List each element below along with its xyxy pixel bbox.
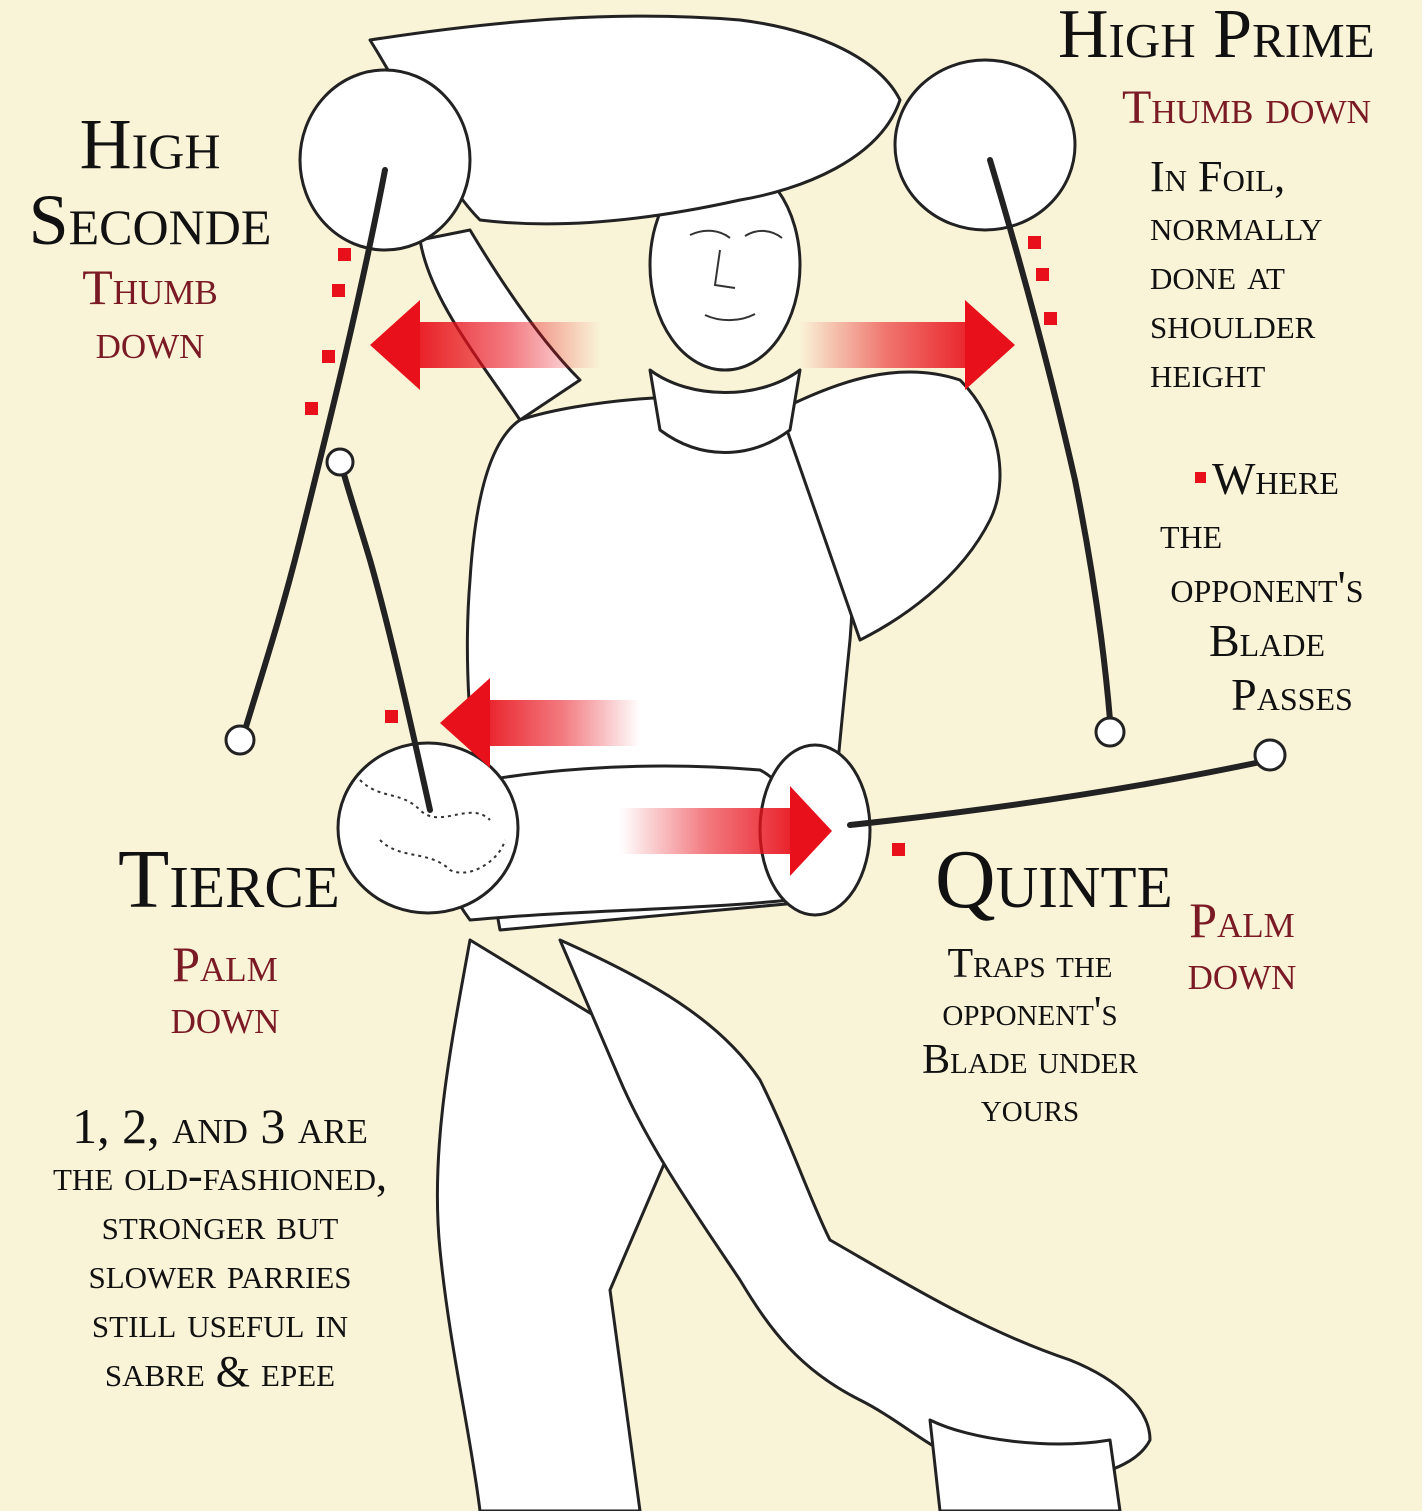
footnote: 1, 2, and 3 are the old-fashioned, stron… xyxy=(0,1102,440,1396)
prime-blade xyxy=(990,160,1110,720)
arrow-left-upper-head xyxy=(370,300,420,390)
quinte-sub-line2: down xyxy=(1172,946,1312,998)
arrow-right-upper-head xyxy=(965,300,1015,390)
high-prime-note: In Foil, normally done at shoulder heigh… xyxy=(1150,152,1323,397)
high-prime-note-line3: done at xyxy=(1150,250,1323,299)
high-prime-note-line5: height xyxy=(1150,348,1323,397)
footnote-line4: slower parries xyxy=(0,1249,440,1298)
quinte-blade-tip xyxy=(1255,740,1285,770)
legend-line3: opponent's xyxy=(1122,560,1412,614)
high-prime-note-line2: normally xyxy=(1150,201,1323,250)
high-prime-title: High Prime xyxy=(1058,0,1375,70)
quinte-note: Traps the opponent's Blade under yours xyxy=(880,940,1180,1132)
footnote-line1: 1, 2, and 3 are xyxy=(0,1102,440,1151)
prime-guard xyxy=(895,60,1075,230)
legend-line2: the xyxy=(1122,506,1412,560)
arrow-right-lower-shaft xyxy=(620,808,810,854)
tierce-sub-line1: Palm xyxy=(130,938,320,990)
high-seconde-subtitle: Thumb down xyxy=(30,262,270,366)
tierce-title: Tierce xyxy=(118,838,340,922)
quinte-note-line1: Traps the xyxy=(880,940,1180,988)
seconde-blade-tip xyxy=(226,726,254,754)
footnote-line5: still useful in xyxy=(0,1298,440,1347)
blade-pass-legend: Where the opponent's Blade Passes xyxy=(1122,452,1412,722)
high-seconde-sub-line1: Thumb xyxy=(30,262,270,312)
high-prime-subtitle: Thumb down xyxy=(1122,84,1371,132)
tierce-guard xyxy=(338,743,518,913)
footnote-line2: the old-fashioned, xyxy=(0,1151,440,1200)
high-seconde-title-line1: High xyxy=(10,108,290,180)
tierce-sub-line2: down xyxy=(130,990,320,1042)
high-prime-note-line4: shoulder xyxy=(1150,299,1323,348)
seconde-guard xyxy=(300,70,470,250)
prime-blade-tip xyxy=(1096,718,1124,746)
arrow-left-lower-shaft xyxy=(470,700,640,746)
tierce-subtitle: Palm down xyxy=(130,938,320,1042)
footnote-line6: sabre & epee xyxy=(0,1347,440,1396)
legend-marker-icon xyxy=(1195,472,1206,483)
quinte-blade xyxy=(850,760,1270,825)
quinte-sub-line1: Palm xyxy=(1172,894,1312,946)
quinte-subtitle: Palm down xyxy=(1172,894,1312,998)
quinte-note-line4: yours xyxy=(880,1084,1180,1132)
high-seconde-sub-line2: down xyxy=(30,316,270,366)
arrow-left-upper-shaft xyxy=(400,322,600,368)
legend-line5: Passes xyxy=(1122,668,1412,722)
arrow-right-upper-shaft xyxy=(800,322,990,368)
footnote-line3: stronger but xyxy=(0,1200,440,1249)
tierce-blade-tip xyxy=(327,449,353,475)
high-prime-note-line1: In Foil, xyxy=(1150,152,1323,201)
legend-line4: Blade xyxy=(1122,614,1412,668)
high-seconde-title-line2: Seconde xyxy=(10,184,290,256)
legend-line1: Where xyxy=(1212,453,1339,504)
quinte-note-line3: Blade under xyxy=(880,1036,1180,1084)
high-seconde-title: High Seconde xyxy=(10,108,290,256)
quinte-title: Quinte xyxy=(935,838,1173,922)
quinte-note-line2: opponent's xyxy=(880,988,1180,1036)
